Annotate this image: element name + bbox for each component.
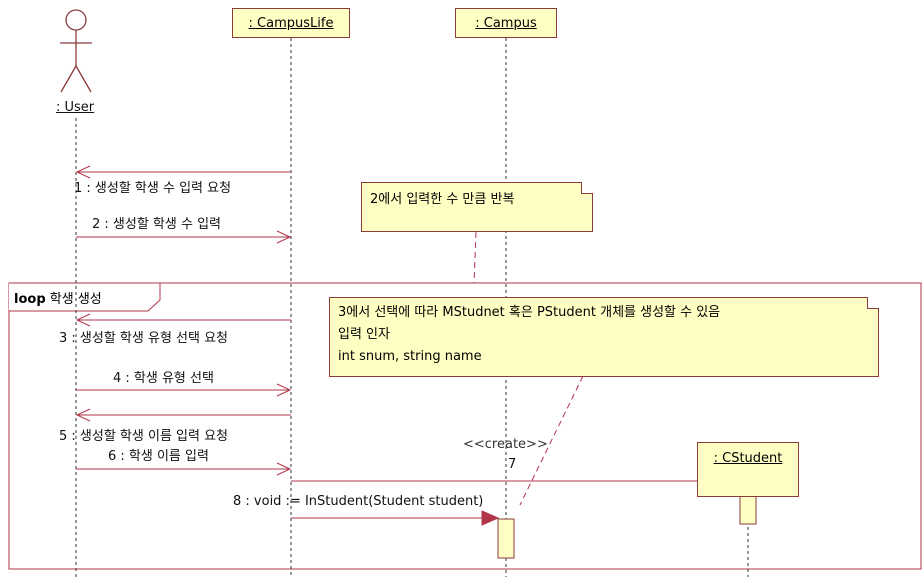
message-1-label: 1 : 생성할 학생 수 입력 요청 bbox=[74, 181, 232, 196]
lifeline-header-campus[interactable]: : Campus bbox=[455, 8, 557, 38]
note-repeat[interactable]: 2에서 입력한 수 만큼 반복 bbox=[361, 182, 593, 232]
message-7-stereotype: <<create>> bbox=[463, 437, 548, 452]
message-5-arrow bbox=[75, 408, 291, 422]
actor-user-icon bbox=[60, 9, 92, 93]
note-select-line1: 3에서 선택에 따라 MStudnet 혹은 PStudent 개체를 생성할 … bbox=[338, 305, 721, 320]
note-fold-icon bbox=[581, 182, 593, 194]
note-fold-icon bbox=[867, 297, 879, 309]
message-6-label: 6 : 학생 이름 입력 bbox=[108, 449, 209, 464]
loop-frame bbox=[8, 282, 922, 570]
lifeline-header-cstudent[interactable]: : CStudent bbox=[697, 442, 799, 497]
message-4-label: 4 : 학생 유형 선택 bbox=[113, 371, 214, 386]
loop-tab-shape bbox=[9, 282, 161, 312]
loop-keyword: loop bbox=[14, 292, 46, 307]
message-7-label: 7 bbox=[508, 457, 517, 472]
message-2-arrow bbox=[76, 230, 292, 244]
note-repeat-text: 2에서 입력한 수 만큼 반복 bbox=[370, 192, 515, 207]
note-connector-select bbox=[519, 375, 584, 506]
message-6-arrow bbox=[76, 462, 292, 476]
message-8-arrow bbox=[291, 510, 500, 526]
actor-user-label: : User bbox=[56, 100, 95, 115]
note-select-line3: int snum, string name bbox=[338, 349, 482, 364]
loop-tab: loop 학생 생성 bbox=[9, 283, 159, 311]
note-select[interactable]: 3에서 선택에 따라 MStudnet 혹은 PStudent 개체를 생성할 … bbox=[329, 297, 879, 377]
message-4-arrow bbox=[76, 383, 292, 397]
note-select-line2: 입력 인자 bbox=[338, 327, 390, 342]
message-1-arrow bbox=[75, 165, 291, 179]
loop-label: 학생 생성 bbox=[49, 292, 102, 307]
lifeline-campuslife-label: : CampusLife bbox=[248, 15, 334, 31]
message-2-label: 2 : 생성할 학생 수 입력 bbox=[92, 217, 221, 232]
message-5-label: 5 : 생성할 학생 이름 입력 요청 bbox=[59, 429, 229, 444]
note-connector-repeat bbox=[473, 231, 477, 284]
lifeline-cstudent-label: : CStudent bbox=[713, 451, 783, 466]
lifeline-header-campuslife[interactable]: : CampusLife bbox=[232, 8, 350, 38]
message-7-arrow bbox=[291, 473, 742, 489]
message-3-arrow bbox=[75, 313, 291, 327]
lifeline-campus-label: : Campus bbox=[475, 15, 537, 31]
message-8-label: 8 : void := InStudent(Student student) bbox=[233, 494, 484, 509]
message-3-label: 3 : 생성할 학생 유형 선택 요청 bbox=[59, 331, 229, 346]
activation-campus bbox=[497, 518, 515, 559]
